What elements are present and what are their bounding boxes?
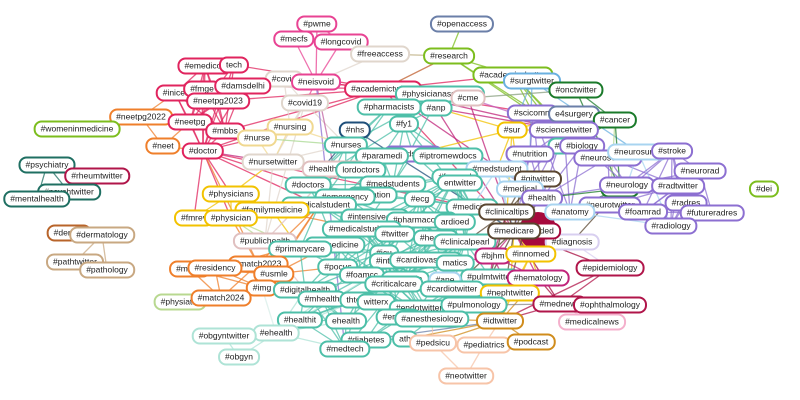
node-psychiatry[interactable]: #psychiatry (18, 156, 76, 174)
node-pathology[interactable]: #pathology (79, 261, 135, 279)
node-surgtwitter[interactable]: #surgtwitter (503, 72, 561, 90)
node-medicalnews[interactable]: #medicalnews (558, 313, 626, 331)
node-emedicoz[interactable]: #emedicoz (177, 57, 233, 75)
node-nursing[interactable]: #nursing (266, 118, 314, 136)
node-match2024[interactable]: #match2024 (190, 289, 252, 307)
node-anp[interactable]: #anp (419, 99, 453, 117)
node-neotwitter[interactable]: #neotwitter (438, 367, 494, 385)
node-nurse[interactable]: #nurse (237, 129, 277, 147)
node-innomed[interactable]: #innomed (505, 245, 557, 263)
node-covid19[interactable]: #covid19 (280, 94, 330, 112)
node-pedsicu[interactable]: #pedsicu (408, 334, 458, 352)
node-physicians[interactable]: #physicians (201, 185, 261, 203)
edge (202, 150, 232, 219)
node-hematology[interactable]: #hematology (506, 269, 570, 287)
node-pediatrics[interactable]: #pediatrics (456, 336, 512, 354)
node-surgery[interactable]: #sur (496, 121, 528, 139)
node-mecfs[interactable]: #mecfs (273, 30, 315, 48)
node-mentalhealth[interactable]: #mentalhealth (3, 190, 71, 208)
node-neisvoid[interactable]: #neisvoid (291, 73, 341, 91)
node-physician[interactable]: #physician (203, 209, 259, 227)
node-ophthalmology[interactable]: #ophthalmology (572, 296, 648, 314)
node-neurology[interactable]: #neurology (598, 176, 656, 194)
node-cme[interactable]: #cme (450, 89, 486, 107)
node-doctor[interactable]: #doctor (181, 142, 225, 160)
node-radiology[interactable]: #radiology (644, 217, 698, 235)
node-openaccess[interactable]: #openaccess (429, 15, 495, 33)
node-medtwitterx[interactable]: witterx (356, 293, 396, 311)
node-anatomy[interactable]: #anatomy (544, 203, 596, 221)
node-obgyn[interactable]: #obgyn (218, 348, 260, 366)
node-idtwitter[interactable]: #idtwitter (475, 312, 525, 330)
node-img[interactable]: #img (245, 279, 279, 297)
node-pharmacists[interactable]: #pharmacists (356, 98, 422, 116)
edge (202, 150, 320, 206)
node-epidemiology[interactable]: #epidemiology (575, 259, 645, 277)
node-obgyntwitter[interactable]: #obgyntwitter (191, 327, 257, 345)
node-rheumtwitter[interactable]: #rheumtwitter (64, 167, 130, 185)
node-nursetwitter[interactable]: #nursetwitter (241, 153, 305, 171)
edge (193, 150, 204, 219)
node-pulmonology[interactable]: #pulmonology (440, 296, 508, 314)
node-health[interactable]: #health (521, 189, 563, 207)
node-ehealth_c[interactable]: ehealth (325, 312, 367, 330)
node-criticalcare[interactable]: #criticalcare (364, 275, 424, 293)
node-radtwitter[interactable]: #radtwitter (651, 177, 705, 195)
node-pwme[interactable]: #pwme (296, 15, 338, 33)
node-neurorad[interactable]: #neurorad (673, 162, 727, 180)
node-anesthesiology[interactable]: #anesthesiology (394, 310, 470, 328)
edge (499, 267, 611, 322)
node-stroke[interactable]: #stroke (651, 142, 693, 160)
node-healthit[interactable]: #healthit (276, 311, 324, 329)
node-cardiotwitter[interactable]: #cardiotwitter (419, 280, 485, 298)
node-neetpg[interactable]: #neetpg (167, 113, 213, 131)
node-mbbs[interactable]: #mbbs (205, 122, 245, 140)
node-dei[interactable]: #dei (748, 180, 780, 198)
node-ecg[interactable]: #ecg (403, 190, 437, 208)
node-womeninmedicine[interactable]: #womeninmedicine (33, 120, 121, 138)
node-medtech[interactable]: #medtech (319, 340, 371, 358)
node-diagnosis[interactable]: #diagnosis (544, 233, 600, 251)
node-ehealth[interactable]: #ehealth (252, 324, 300, 342)
node-primarycare[interactable]: #primarycare (268, 240, 332, 258)
node-neet[interactable]: #neet (145, 137, 181, 155)
node-futurenewdocs[interactable]: #iptromewdocs (412, 147, 484, 165)
node-clinicaltips[interactable]: #clinicaltips (478, 203, 536, 221)
node-freeaccess[interactable]: #freeaccess (350, 45, 410, 63)
node-futureradres[interactable]: #futureradres (679, 204, 745, 222)
node-sciencetwitter[interactable]: #sciencetwitter (528, 121, 600, 139)
node-clinicalpearl[interactable]: #clinicalpearl (433, 233, 497, 251)
node-fy1[interactable]: #fy1 (388, 115, 420, 133)
node-foamrad[interactable]: #foamrad (618, 203, 668, 221)
node-research[interactable]: #research (423, 47, 475, 65)
node-onctwitter[interactable]: #onctwitter (548, 81, 604, 99)
node-cardioed[interactable]: ardioed (433, 213, 477, 231)
node-medtech_top[interactable]: tech (218, 56, 250, 74)
edge (448, 55, 534, 114)
node-residency[interactable]: #residency (187, 259, 243, 277)
node-twitter[interactable]: #twitter (374, 225, 416, 243)
node-informatics[interactable]: matics (435, 254, 475, 272)
edge (496, 168, 515, 232)
node-nutrition[interactable]: #nutrition (505, 145, 555, 163)
edge (513, 230, 561, 305)
node-medicare[interactable]: #medicare (487, 222, 541, 240)
node-mentwitter[interactable]: entwitter (436, 174, 484, 192)
node-podcast[interactable]: #podcast (506, 333, 556, 351)
node-neetpg2023[interactable]: #neetpg2023 (186, 92, 250, 110)
node-cancer[interactable]: #cancer (592, 111, 638, 129)
node-dermatology[interactable]: #dermatology (69, 226, 135, 244)
